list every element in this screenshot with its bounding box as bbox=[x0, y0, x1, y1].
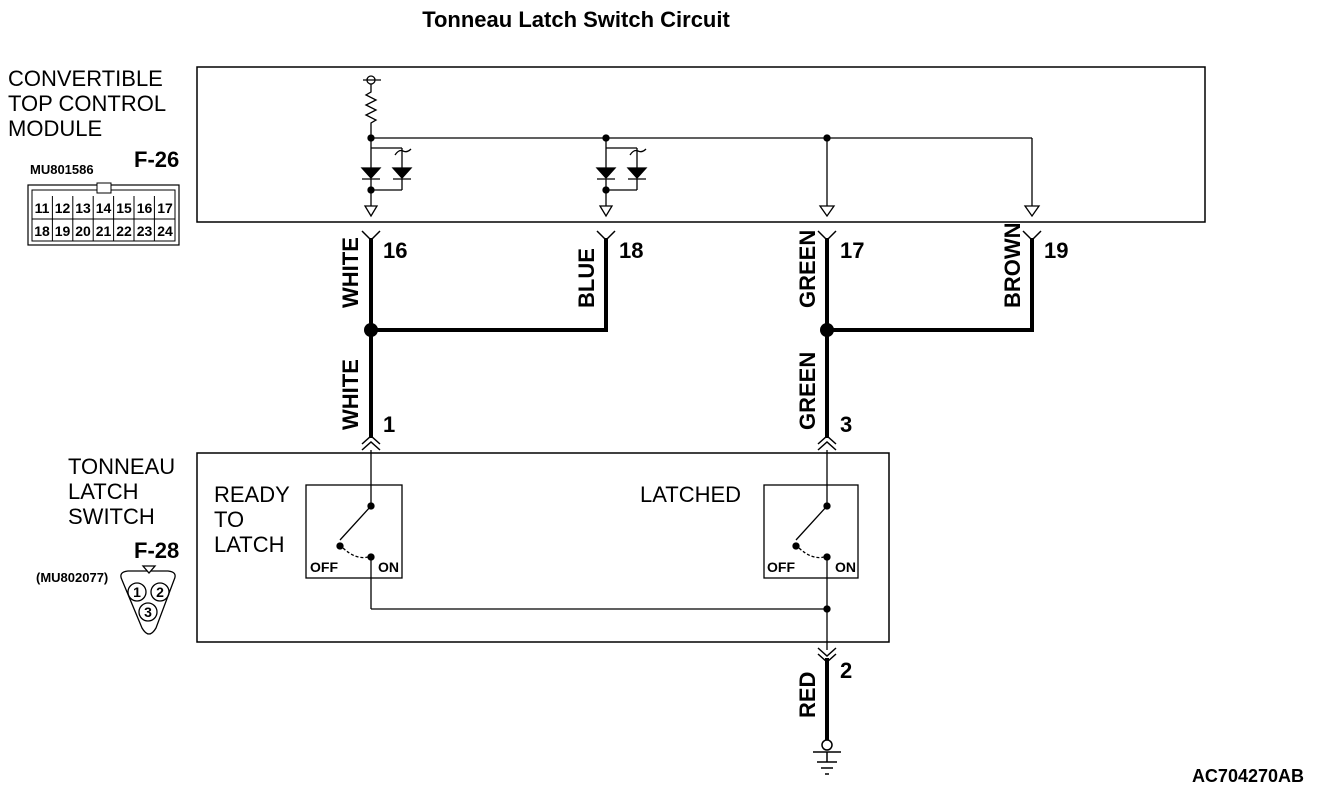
switch-connector-face bbox=[120, 565, 176, 635]
switch-pin-connectors bbox=[361, 434, 837, 664]
ready-on-label: ON bbox=[378, 559, 399, 575]
f26-pin-24: 24 bbox=[157, 223, 173, 239]
f26-pin-13: 13 bbox=[75, 200, 91, 216]
module-internal-circuit bbox=[360, 75, 1041, 218]
module-name-line-2: TOP CONTROL bbox=[8, 91, 166, 116]
module-name-line-1: CONVERTIBLE bbox=[8, 66, 163, 91]
f26-pin-18: 18 bbox=[34, 223, 50, 239]
switch-name-line-1: TONNEAU bbox=[68, 454, 175, 479]
pin-3-label: 3 bbox=[840, 412, 852, 437]
ready-label-line-1: READY bbox=[214, 482, 290, 507]
module-name-line-3: MODULE bbox=[8, 116, 102, 141]
diagram-title: Tonneau Latch Switch Circuit bbox=[422, 7, 730, 32]
f26-pin-23: 23 bbox=[137, 223, 153, 239]
f26-pin-22: 22 bbox=[116, 223, 132, 239]
latched-off-label: OFF bbox=[767, 559, 795, 575]
ready-to-latch-label: READY TO LATCH bbox=[214, 482, 290, 557]
module-connector-part: MU801586 bbox=[30, 162, 94, 177]
wire-label-blue: BLUE bbox=[574, 248, 599, 308]
f26-pin-17: 17 bbox=[157, 200, 173, 216]
f26-pin-15: 15 bbox=[116, 200, 132, 216]
latched-switch-symbol bbox=[792, 450, 831, 650]
module-name: CONVERTIBLE TOP CONTROL MODULE bbox=[8, 66, 166, 141]
pin-17-label: 17 bbox=[840, 238, 864, 263]
f26-pin-16: 16 bbox=[137, 200, 153, 216]
pin-19-label: 19 bbox=[1044, 238, 1068, 263]
wire-label-brown: BROWN bbox=[1000, 222, 1025, 308]
module-pin-connectors bbox=[361, 230, 1042, 242]
f28-pin-3: 3 bbox=[144, 604, 152, 620]
switch-name-line-3: SWITCH bbox=[68, 504, 155, 529]
ready-label-line-3: LATCH bbox=[214, 532, 285, 557]
wire-label-green-upper: GREEN bbox=[795, 230, 820, 308]
ground-icon bbox=[813, 739, 841, 775]
switch-connector-id: F-28 bbox=[134, 538, 179, 563]
switch-assembly-box bbox=[196, 452, 890, 643]
f26-pin-11: 11 bbox=[35, 200, 50, 216]
switch-assembly-name: TONNEAU LATCH SWITCH bbox=[68, 454, 175, 529]
ready-switch-box bbox=[305, 484, 403, 579]
reference-code: AC704270AB bbox=[1192, 766, 1304, 786]
wire-label-white-upper: WHITE bbox=[338, 237, 363, 308]
module-connector-face: 11 12 13 14 15 16 17 18 19 20 21 22 23 2… bbox=[27, 182, 180, 246]
harness-wires bbox=[369, 238, 1034, 742]
f26-pin-14: 14 bbox=[96, 200, 112, 216]
f28-pin-1: 1 bbox=[133, 584, 141, 600]
switch-common-return bbox=[371, 605, 831, 613]
f26-pin-12: 12 bbox=[55, 200, 71, 216]
latched-label: LATCHED bbox=[640, 482, 741, 507]
pin-16-label: 16 bbox=[383, 238, 407, 263]
switch-connector-part: (MU802077) bbox=[36, 570, 108, 585]
module-box bbox=[196, 66, 1206, 223]
f26-pin-20: 20 bbox=[75, 223, 91, 239]
ready-off-label: OFF bbox=[310, 559, 338, 575]
wire-label-white-lower: WHITE bbox=[338, 359, 363, 430]
latched-switch-box bbox=[763, 484, 859, 579]
wire-label-red: RED bbox=[795, 672, 820, 718]
f26-pin-19: 19 bbox=[55, 223, 71, 239]
pin-18-label: 18 bbox=[619, 238, 643, 263]
splice-green bbox=[820, 323, 834, 337]
pin-1-label: 1 bbox=[383, 412, 395, 437]
ready-switch-symbol bbox=[336, 450, 375, 609]
splice-white bbox=[364, 323, 378, 337]
module-connector-id: F-26 bbox=[134, 147, 179, 172]
f26-pin-21: 21 bbox=[96, 223, 112, 239]
ready-label-line-2: TO bbox=[214, 507, 244, 532]
latched-on-label: ON bbox=[835, 559, 856, 575]
wire-label-green-lower: GREEN bbox=[795, 352, 820, 430]
f28-pin-2: 2 bbox=[156, 584, 164, 600]
switch-name-line-2: LATCH bbox=[68, 479, 139, 504]
pin-2-label: 2 bbox=[840, 658, 852, 683]
